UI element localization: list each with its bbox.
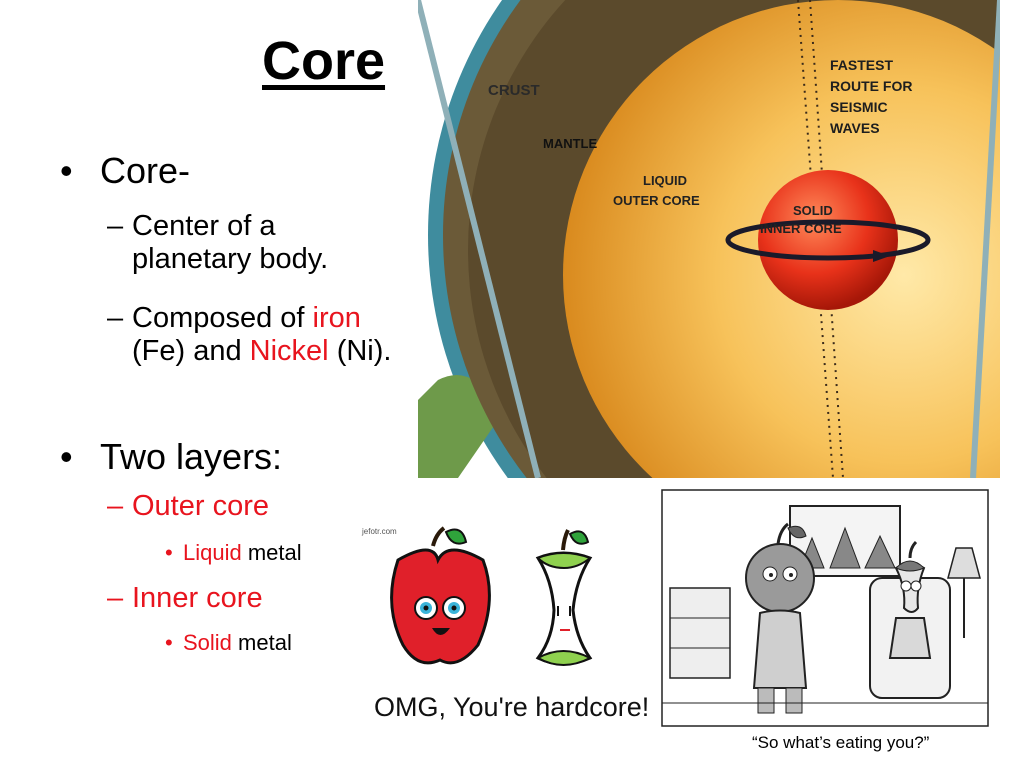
iron-word: iron [312,302,361,334]
apple-cartoon-caption: OMG, You're hardcore! [374,692,649,722]
apple-person-icon [745,522,815,714]
inner-core-layer [758,170,898,310]
sub-bullet-center-text: Center of a planetary body. [132,210,329,275]
composed-mid: (Fe) and [132,335,250,367]
bullet-dot-icon: • [60,436,73,477]
sub-bullet-composed-text: Composed of iron (Fe) and Nickel (Ni). [132,302,392,368]
label-outer-core-2: OUTER CORE [613,193,700,208]
dash-icon: – [107,582,124,614]
sub-bullet-inner-core-text: Inner core [132,582,263,614]
label-seismic-1: FASTEST [830,57,893,73]
earth-layers-diagram: CRUST MANTLE LIQUID OUTER CORE SOLID INN… [418,0,1000,478]
cutaway-edge [418,0,541,478]
label-inner-core-2: INNER CORE [760,221,842,236]
rotation-arrow [725,219,931,261]
liquid-word: Liquid [183,540,242,565]
seated-apple-core-icon [888,540,932,659]
bullet-dot-icon: • [165,540,173,565]
metal-word: metal [231,630,292,655]
bullet-dot-icon: • [60,150,73,191]
apple-core-icon [535,529,593,666]
shelf [669,587,731,679]
label-mantle: MANTLE [543,136,597,151]
label-outer-core-1: LIQUID [643,173,687,188]
composed-prefix: Composed of [132,302,313,334]
bullet-core-text: Core- [100,150,191,191]
composed-suffix: (Ni). [328,335,392,367]
apple-cartoon: jefotr.com OMG, You're hardcore! [361,526,649,722]
bullet-dot-icon: • [165,630,173,655]
item-liquid-metal-text: Liquid metal [183,540,302,566]
label-inner-core-1: SOLID [793,203,833,218]
bullet-two-layers-text: Two layers: [100,436,283,477]
arrow-head-icon [873,250,890,262]
apple-comic [661,489,989,727]
label-seismic-2: ROUTE FOR [830,78,912,94]
red-apple-icon [390,526,491,665]
cutaway-edge [970,0,1000,478]
label-crust: CRUST [488,82,540,99]
label-seismic-3: SEISMIC [830,99,888,115]
nickel-word: Nickel [249,335,329,367]
dash-icon: – [107,302,124,334]
cartoon-signature: jefotr.com [361,527,397,536]
comic-caption: “So what’s eating you?” [752,733,930,752]
metal-word: metal [241,540,302,565]
item-solid-metal-text: Solid metal [183,630,292,656]
continent-shape [418,375,498,478]
solid-word: Solid [183,630,232,655]
label-seismic-4: WAVES [830,120,880,136]
slide-title: Core [262,31,386,91]
dash-icon: – [107,210,124,242]
dash-icon: – [107,490,124,522]
lamp-icon [947,547,981,579]
sub-bullet-outer-core-text: Outer core [132,490,269,522]
